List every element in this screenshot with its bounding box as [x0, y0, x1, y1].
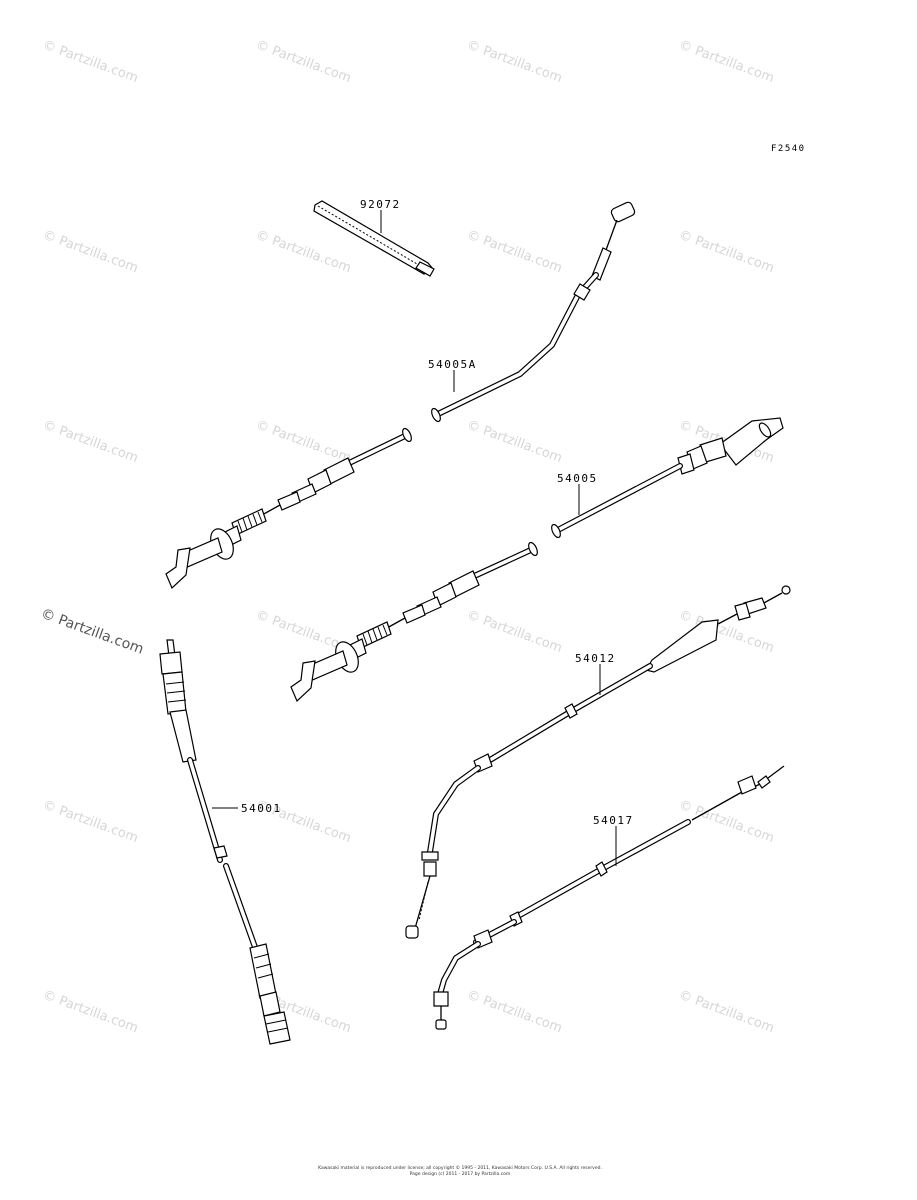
part-54012-cable[interactable] — [405, 585, 791, 939]
part-label-54012: 54012 — [575, 652, 616, 665]
part-54017-cable[interactable] — [433, 765, 785, 1030]
part-54005A-cable[interactable] — [430, 201, 636, 423]
part-cable-adjuster-lower[interactable] — [290, 541, 539, 703]
watermark-text: © Partzilla.com — [254, 418, 353, 466]
watermark-text: © Partzilla.com — [465, 988, 564, 1036]
watermark-text: © Partzilla.com — [41, 988, 140, 1036]
watermark-text: © Partzilla.com — [465, 418, 564, 466]
watermark-text-prominent: © Partzilla.com — [39, 606, 146, 658]
part-92072-cable-tie[interactable] — [313, 200, 435, 277]
copyright-line: Kawasaki material is reproduced under li… — [318, 1166, 602, 1171]
watermark-text: © Partzilla.com — [465, 228, 564, 276]
part-label-54001: 54001 — [241, 802, 282, 815]
watermark-text: © Partzilla.com — [41, 38, 140, 86]
watermark-text: © Partzilla.com — [254, 38, 353, 86]
watermark-text: © Partzilla.com — [465, 38, 564, 86]
watermark-text: © Partzilla.com — [465, 608, 564, 656]
watermark-text: © Partzilla.com — [41, 418, 140, 466]
watermark-text: © Partzilla.com — [677, 988, 776, 1036]
part-label-54005: 54005 — [557, 472, 598, 485]
watermark-text: © Partzilla.com — [41, 228, 140, 276]
part-label-54017: 54017 — [593, 814, 634, 827]
part-cable-adjuster-upper[interactable] — [165, 427, 413, 590]
copyright-line: Page design (c) 2011 - 2017 by Partzilla… — [409, 1172, 511, 1177]
part-54005-cable[interactable] — [550, 417, 784, 539]
watermark-text: © Partzilla.com — [41, 798, 140, 846]
part-label-92072: 92072 — [360, 198, 401, 211]
watermark-text: © Partzilla.com — [677, 228, 776, 276]
watermark-layer: © Partzilla.com © Partzilla.com © Partzi… — [39, 38, 776, 1036]
figure-code: F2540 — [771, 144, 806, 154]
copyright-footer: Kawasaki material is reproduced under li… — [300, 1166, 620, 1178]
watermark-text: © Partzilla.com — [677, 38, 776, 86]
watermark-text: © Partzilla.com — [254, 228, 353, 276]
watermark-text: © Partzilla.com — [677, 798, 776, 846]
part-label-54005A: 54005A — [428, 358, 477, 371]
part-54001-speedometer-cable[interactable] — [159, 639, 291, 1045]
